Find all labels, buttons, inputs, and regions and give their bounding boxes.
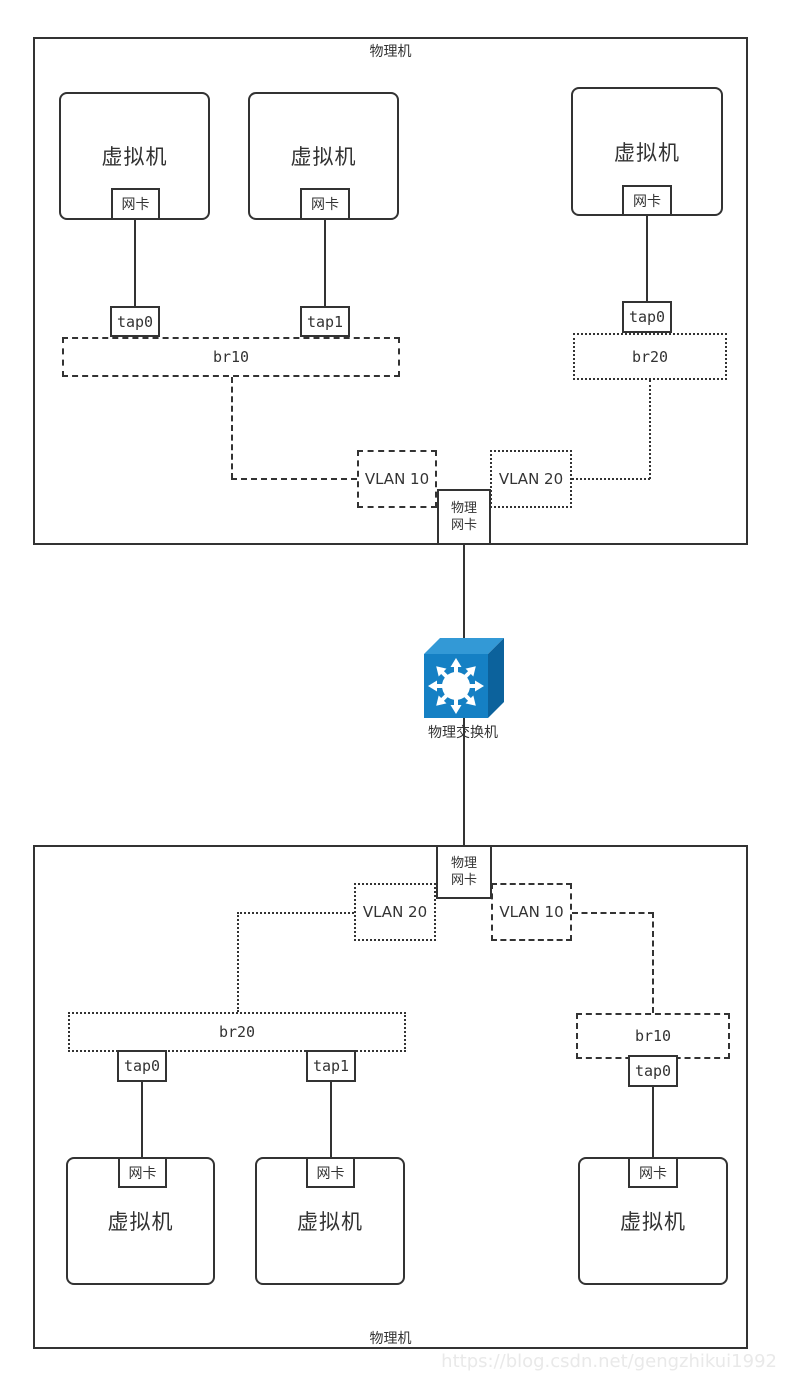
bottom-vm2-nic-label: 网卡 — [316, 1165, 345, 1182]
bottom-vm2-title: 虚拟机 — [297, 1210, 363, 1234]
top-br10-box: br10 — [62, 337, 400, 377]
top-host-switch-link — [463, 545, 465, 642]
top-br20-label: br20 — [631, 347, 669, 366]
top-vm1-nic-label: 网卡 — [121, 197, 150, 213]
top-tap0b-box: tap0 — [622, 301, 672, 333]
top-br20-vlan20-connector-v — [649, 380, 651, 479]
bottom-host-label: 物理机 — [369, 1331, 412, 1347]
top-vm1-tap-link — [134, 220, 136, 306]
top-host-label: 物理机 — [369, 44, 412, 60]
bottom-br20-label: br20 — [218, 1023, 256, 1041]
top-br10-vlan10-connector-h — [231, 478, 357, 480]
physical-switch-label: 物理交换机 — [428, 725, 498, 741]
bottom-br10-label: br10 — [634, 1027, 672, 1045]
top-vm1-nic-box: 网卡 — [111, 188, 160, 220]
top-vm3-title: 虚拟机 — [614, 140, 680, 165]
top-br20-vlan20-connector-h — [572, 478, 650, 480]
bottom-vm3-title: 虚拟机 — [620, 1210, 686, 1234]
bottom-host-box — [33, 845, 748, 1349]
bottom-vm1-title: 虚拟机 — [107, 1210, 174, 1234]
bottom-phys-nic-box: 物理 网卡 — [436, 845, 492, 899]
top-vm3-tap-link — [646, 216, 648, 301]
bottom-br10-box: br10 — [576, 1013, 730, 1059]
bottom-vlan10-box: VLAN 10 — [491, 883, 572, 941]
bottom-vlan10-label: VLAN 10 — [499, 903, 564, 921]
bottom-tap0-box: tap0 — [117, 1050, 167, 1082]
bottom-vlan10-br10-connector-h — [572, 912, 654, 914]
top-tap0-box: tap0 — [110, 306, 160, 337]
top-vlan20-label: VLAN 20 — [498, 470, 564, 488]
bottom-phys-nic-line2: 网卡 — [450, 873, 477, 888]
bottom-vm3-tap-link — [652, 1087, 654, 1157]
top-vm2-tap-link — [324, 220, 326, 306]
watermark-text: https://blog.csdn.net/gengzhikui1992 — [441, 1351, 777, 1372]
top-vm1-title: 虚拟机 — [101, 145, 168, 169]
top-br20-box: br20 — [573, 333, 727, 380]
bottom-tap0-label: tap0 — [123, 1057, 161, 1075]
top-br10-vlan10-connector-v — [231, 377, 233, 479]
bottom-vm2-tap-link — [330, 1082, 332, 1157]
bottom-tap1-box: tap1 — [306, 1050, 356, 1082]
bottom-tap0b-box: tap0 — [628, 1055, 678, 1087]
top-tap0-label: tap0 — [116, 312, 154, 331]
bottom-tap0b-label: tap0 — [634, 1062, 672, 1080]
bottom-vlan20-label: VLAN 20 — [362, 903, 428, 921]
top-vm3-nic-label: 网卡 — [633, 193, 661, 210]
bottom-vm3-nic-label: 网卡 — [639, 1165, 667, 1182]
top-vlan10-box: VLAN 10 — [357, 450, 437, 508]
bottom-vm2-nic-box: 网卡 — [306, 1157, 355, 1188]
top-br10-label: br10 — [212, 348, 250, 366]
bottom-vlan20-br20-connector-h — [237, 912, 354, 914]
bottom-vm3-nic-box: 网卡 — [628, 1157, 678, 1188]
switch-bottom-host-link — [463, 716, 465, 845]
top-phys-nic-box: 物理 网卡 — [437, 489, 491, 545]
bottom-tap1-label: tap1 — [312, 1057, 350, 1075]
top-vlan20-box: VLAN 20 — [490, 450, 572, 508]
bottom-vm1-nic-box: 网卡 — [118, 1157, 167, 1188]
top-vm2-nic-label: 网卡 — [311, 197, 339, 213]
bottom-vlan20-br20-connector-v — [237, 912, 239, 1012]
bottom-vm1-nic-label: 网卡 — [128, 1165, 157, 1182]
top-vm2-nic-box: 网卡 — [300, 188, 350, 220]
top-vm3-nic-box: 网卡 — [622, 185, 672, 216]
top-vm2-title: 虚拟机 — [290, 145, 357, 169]
top-tap0b-label: tap0 — [628, 308, 666, 326]
bottom-vlan20-box: VLAN 20 — [354, 883, 436, 941]
top-tap1-label: tap1 — [306, 312, 344, 331]
bottom-phys-nic-line1: 物理 — [450, 856, 477, 871]
top-host-box — [33, 37, 748, 545]
physical-switch-icon — [424, 638, 504, 718]
bottom-br20-box: br20 — [68, 1012, 406, 1052]
top-phys-nic-line2: 网卡 — [450, 518, 477, 533]
top-tap1-box: tap1 — [300, 306, 350, 337]
bottom-vm1-tap-link — [141, 1082, 143, 1157]
top-vlan10-label: VLAN 10 — [364, 470, 430, 488]
top-phys-nic-line1: 物理 — [450, 501, 477, 516]
bottom-vlan10-br10-connector-v — [652, 912, 654, 1013]
